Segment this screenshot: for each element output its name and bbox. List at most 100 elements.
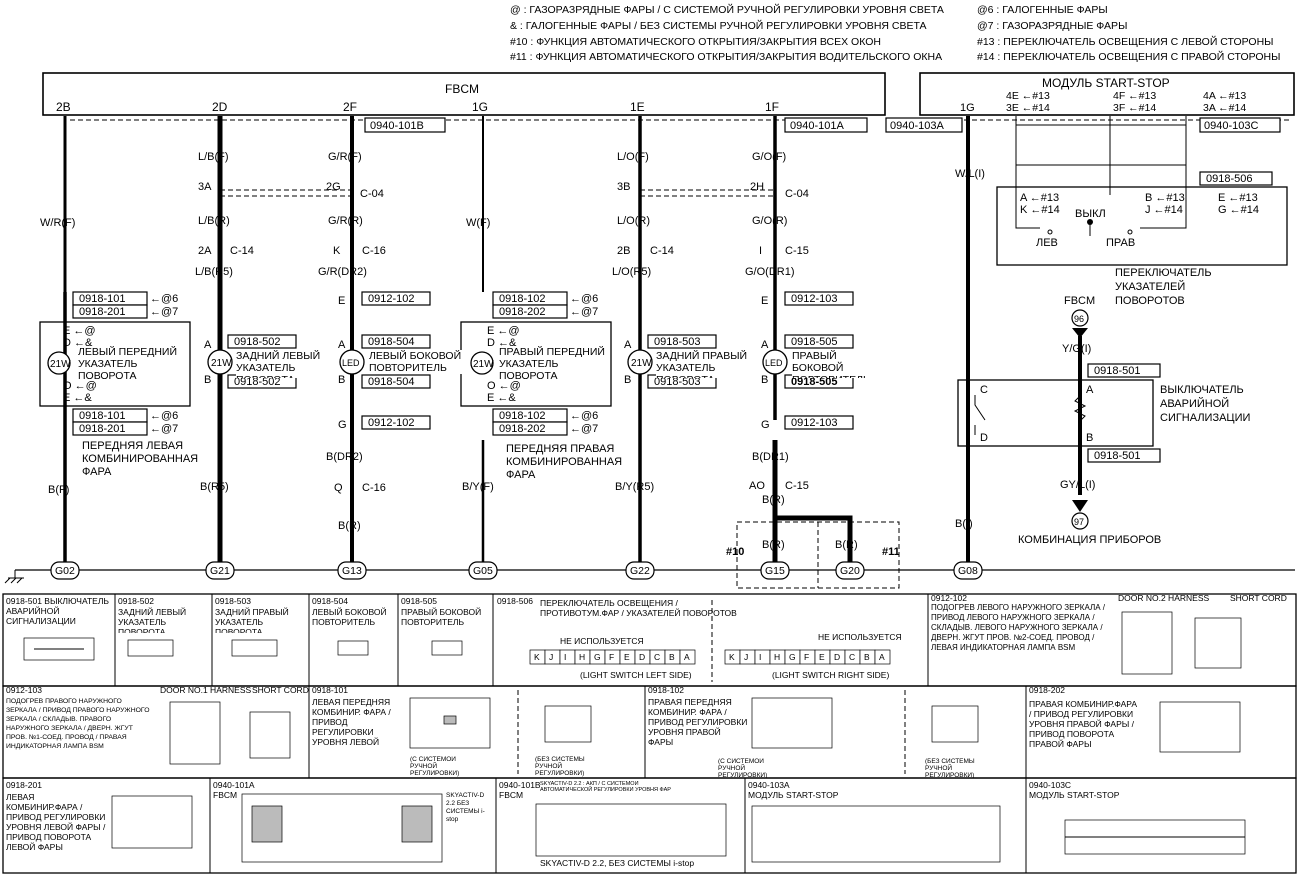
legend-line: @7 : ГАЗОРАЗРЯДНЫЕ ФАРЫ [977, 20, 1127, 32]
pin-label: 2B [617, 245, 630, 257]
connector-label: 0918-505 [791, 336, 838, 348]
panel-id: 0940-103A [748, 780, 790, 790]
pin-cell-label: A [879, 652, 885, 662]
legend-line: & : ГАЛОГЕННЫЕ ФАРЫ / БЕЗ СИСТЕМЫ РУЧНОЙ… [510, 19, 927, 32]
panel-title: ПЕРЕКЛЮЧАТЕЛЬ ОСВЕЩЕНИЯ / ПРОТИВОТУМ.ФАР… [540, 598, 737, 618]
connector-id: C-04 [360, 188, 384, 200]
panel-id: 0918-503 [215, 596, 251, 606]
start-stop-body [919, 72, 1295, 116]
panel-title-wrap: ПРАВАЯ ПЕРЕДНЯЯ КОМБИНИР. ФАРА / ПРИВОД … [648, 697, 748, 747]
start-stop-pin: 4A ←#13 [1203, 90, 1246, 102]
connector-face [751, 697, 833, 749]
connector-label-box [361, 334, 431, 349]
start-stop-pin: 3A ←#14 [1203, 102, 1246, 114]
panel-note-wrap: SKYACTIV-D 2.2 БЕЗ СИСТЕМЫ i-stop [446, 792, 485, 823]
pin-cell-label: C [654, 652, 660, 662]
connector-label-box [1087, 363, 1161, 378]
legend-line: #14 : ПЕРЕКЛЮЧАТЕЛЬ ОСВЕЩЕНИЯ С ПРАВОЙ С… [977, 50, 1280, 63]
ground-label: G20 [840, 565, 860, 577]
pin-cell-label: H [774, 652, 780, 662]
panel-title: ПРАВАЯ КОМБИНИР.ФАРА / ПРИВОД РЕГУЛИРОВК… [1029, 699, 1138, 749]
panel-title-wrap: 0918-501 ВЫКЛЮЧАТЕЛЬ АВАРИЙНОЙ СИГНАЛИЗА… [6, 596, 110, 626]
panel-note: DOOR NO.1 HARNESS [160, 685, 251, 695]
ref-circle [1071, 512, 1089, 530]
bulb-rating: 21W [211, 358, 232, 369]
ground-point [953, 561, 983, 580]
connector-cavity [401, 805, 433, 843]
ground-point [337, 561, 367, 580]
connector-face [127, 639, 174, 657]
connector-id: C-16 [362, 245, 386, 257]
panel-title: 0918-501 ВЫКЛЮЧАТЕЛЬ АВАРИЙНОЙ СИГНАЛИЗА… [6, 596, 110, 626]
pin-cell-label: G [789, 652, 796, 662]
wire [775, 515, 853, 568]
connector-panels: 0918-501 ВЫКЛЮЧАТЕЛЬ АВАРИЙНОЙ СИГНАЛИЗА… [2, 593, 1297, 874]
panel-id: 0918-504 [312, 596, 348, 606]
wire-label: Y/G(I) [1062, 343, 1091, 355]
pin-cell-label: J [744, 652, 748, 662]
panel-title-wrap: ЛЕВАЯ ПЕРЕДНЯЯ КОМБИНИР. ФАРА / ПРИВОД Р… [312, 697, 391, 747]
right-front-title-wrap: ПРАВЫЙ ПЕРЕДНИЙ УКАЗАТЕЛЬ ПОВОРОТА [499, 346, 605, 382]
panel-note: DOOR NO.2 HARNESS [1118, 593, 1209, 603]
wire-label: G/O(F) [752, 151, 786, 163]
connector-label-box [72, 421, 148, 436]
pin-label: 3B [617, 181, 630, 193]
connector-label-box [647, 334, 717, 349]
pin-cell-label: J [549, 652, 553, 662]
wire-label: L/B(F) [198, 151, 229, 163]
panel-note: НЕ ИСПОЛЬЗУЕТСЯ [818, 632, 902, 642]
variant-tag: ←@6 [570, 410, 598, 422]
pin-label: A [624, 339, 632, 351]
wire-label: B(R) [338, 520, 361, 532]
wire-label: G/O(R) [752, 215, 787, 227]
panel-title: ЗАДНИЙ ЛЕВЫЙ УКАЗАТЕЛЬ ПОВОРОТА [118, 607, 187, 633]
wire-label: B(F) [48, 484, 69, 496]
fbcm-body [42, 72, 886, 116]
panel-id: 0912-103 [6, 685, 42, 695]
panel-row [2, 777, 1297, 874]
start-stop-title: МОДУЛЬ START-STOP [1042, 76, 1170, 90]
pin-cell-label: K [534, 652, 540, 662]
connector-id: C-14 [230, 245, 254, 257]
connector-label: 0912-102 [368, 293, 415, 305]
connector-face [931, 705, 979, 743]
connector-label: 0918-504 [368, 376, 415, 388]
connector-label-box [361, 415, 431, 430]
connector-label-box [492, 421, 568, 436]
left-front-title: ЛЕВЫЙ ПЕРЕДНИЙ УКАЗАТЕЛЬ ПОВОРОТА [78, 346, 178, 382]
bulb-rating: 21W [631, 358, 652, 369]
led-icon [762, 349, 788, 375]
wire-label: B(R) [762, 494, 785, 506]
wire-label: B(R) [762, 539, 785, 551]
panel-title: ПРАВЫЙ БОКОВОЙ ПОВТОРИТЕЛЬ [401, 607, 482, 627]
switch-pivot [1087, 219, 1093, 225]
legend-line: #13 : ПЕРЕКЛЮЧАТЕЛЬ ОСВЕЩЕНИЯ С ЛЕВОЙ СТ… [977, 35, 1273, 48]
connector-face [111, 795, 193, 849]
pin-cell-label: B [669, 652, 675, 662]
panel-title: ПОДОГРЕВ ЛЕВОГО НАРУЖНОГО ЗЕРКАЛА / ПРИВ… [931, 603, 1105, 652]
hazard-pin: A [1086, 384, 1094, 396]
turn-switch-name-wrap: ПЕРЕКЛЮЧАТЕЛЬ УКАЗАТЕЛЕЙ ПОВОРОТОВ [1115, 267, 1212, 307]
panel-note: (LIGHT SWITCH LEFT SIDE) [580, 670, 692, 680]
panel-title: ПОДОГРЕВ ПРАВОГО НАРУЖНОГО ЗЕРКАЛА / ПРИ… [6, 698, 150, 750]
pin-cell-label: D [834, 652, 840, 662]
legend-line: @ : ГАЗОРАЗРЯДНЫЕ ФАРЫ / С СИСТЕМОЙ РУЧН… [510, 3, 944, 16]
pin-cell-label: I [564, 652, 566, 662]
connector-label-box [1199, 171, 1273, 186]
panel-title: FBCM [499, 790, 523, 800]
connector-face [337, 640, 369, 656]
panel-title: ПРАВАЯ ПЕРЕДНЯЯ КОМБИНИР. ФАРА / ПРИВОД … [648, 697, 748, 747]
wire-label: B/Y(R5) [615, 481, 654, 493]
connector-label: 0940-103C [1204, 120, 1258, 132]
pin-cell-label: E [819, 652, 825, 662]
wire-label: G/R(R) [328, 215, 363, 227]
fbcm-pin: 2B [56, 100, 71, 114]
connector-label: 0918-202 [499, 306, 546, 318]
wire-label: L/O(R) [617, 215, 650, 227]
wire-label: B(R) [835, 539, 858, 551]
panel-id: 0940-103C [1029, 780, 1071, 790]
pin-label: A [761, 339, 769, 351]
right-front-name: ПЕРЕДНЯЯ ПРАВАЯ КОМБИНИРОВАННАЯ ФАРА [506, 443, 623, 481]
